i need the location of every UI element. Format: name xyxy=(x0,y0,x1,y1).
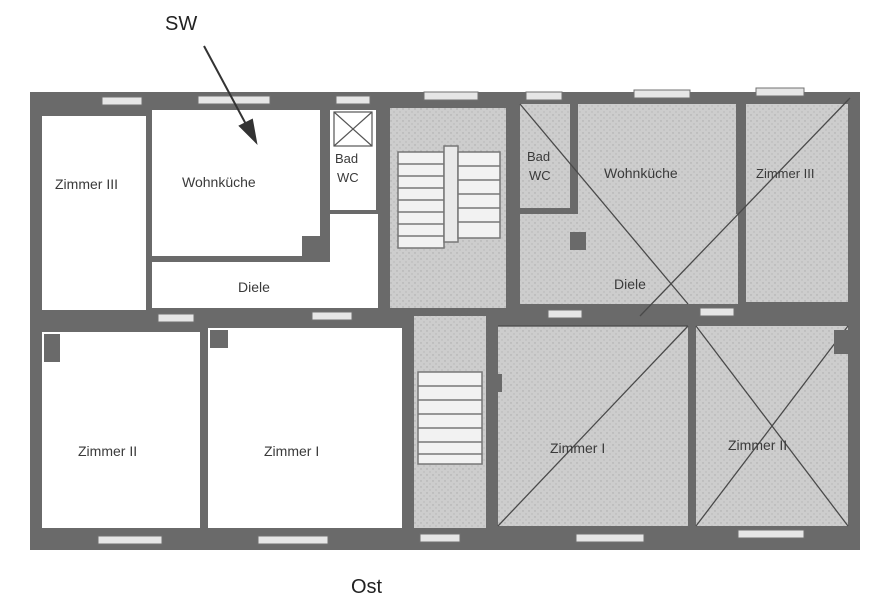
room-diele-left-ext xyxy=(330,214,378,308)
chimneys xyxy=(44,232,848,392)
windows-bottom xyxy=(97,529,805,545)
room-zimmer2-left xyxy=(42,332,200,528)
room-diele-right xyxy=(520,214,738,304)
label-wohnkueche-right: Wohnküche xyxy=(604,165,678,181)
orientation-label-sw: SW xyxy=(165,13,197,35)
label-zimmer3-left: Zimmer III xyxy=(55,176,118,192)
room-zimmer3-right xyxy=(746,104,848,302)
label-zimmer1-right: Zimmer I xyxy=(550,440,605,456)
label-bad-right: Bad xyxy=(527,149,550,164)
label-diele-left: Diele xyxy=(238,279,270,295)
label-diele-right: Diele xyxy=(614,276,646,292)
stair-treads-upper xyxy=(397,145,501,249)
label-zimmer2-right: Zimmer II xyxy=(728,437,787,453)
label-zimmer1-left: Zimmer I xyxy=(264,443,319,459)
orientation-arrow xyxy=(203,45,258,145)
label-wc-right: WC xyxy=(529,168,551,183)
room-zimmer3-left xyxy=(42,116,146,310)
room-zimmer1-left xyxy=(208,328,402,528)
label-wc-left: WC xyxy=(337,170,359,185)
room-wohnkueche-left xyxy=(152,110,320,256)
windows-inner xyxy=(157,307,735,323)
room-bad-wc-right xyxy=(520,104,570,208)
label-wohnkueche-left: Wohnküche xyxy=(182,174,256,190)
label-bad-left: Bad xyxy=(335,151,358,166)
orientation-label-ost: Ost xyxy=(351,576,383,598)
stair-treads-lower xyxy=(417,371,483,465)
label-zimmer2-left: Zimmer II xyxy=(78,443,137,459)
label-zimmer3-right: Zimmer III xyxy=(756,166,815,181)
crossout-lines xyxy=(497,97,851,527)
ventilation-shaft-symbol xyxy=(333,111,373,147)
